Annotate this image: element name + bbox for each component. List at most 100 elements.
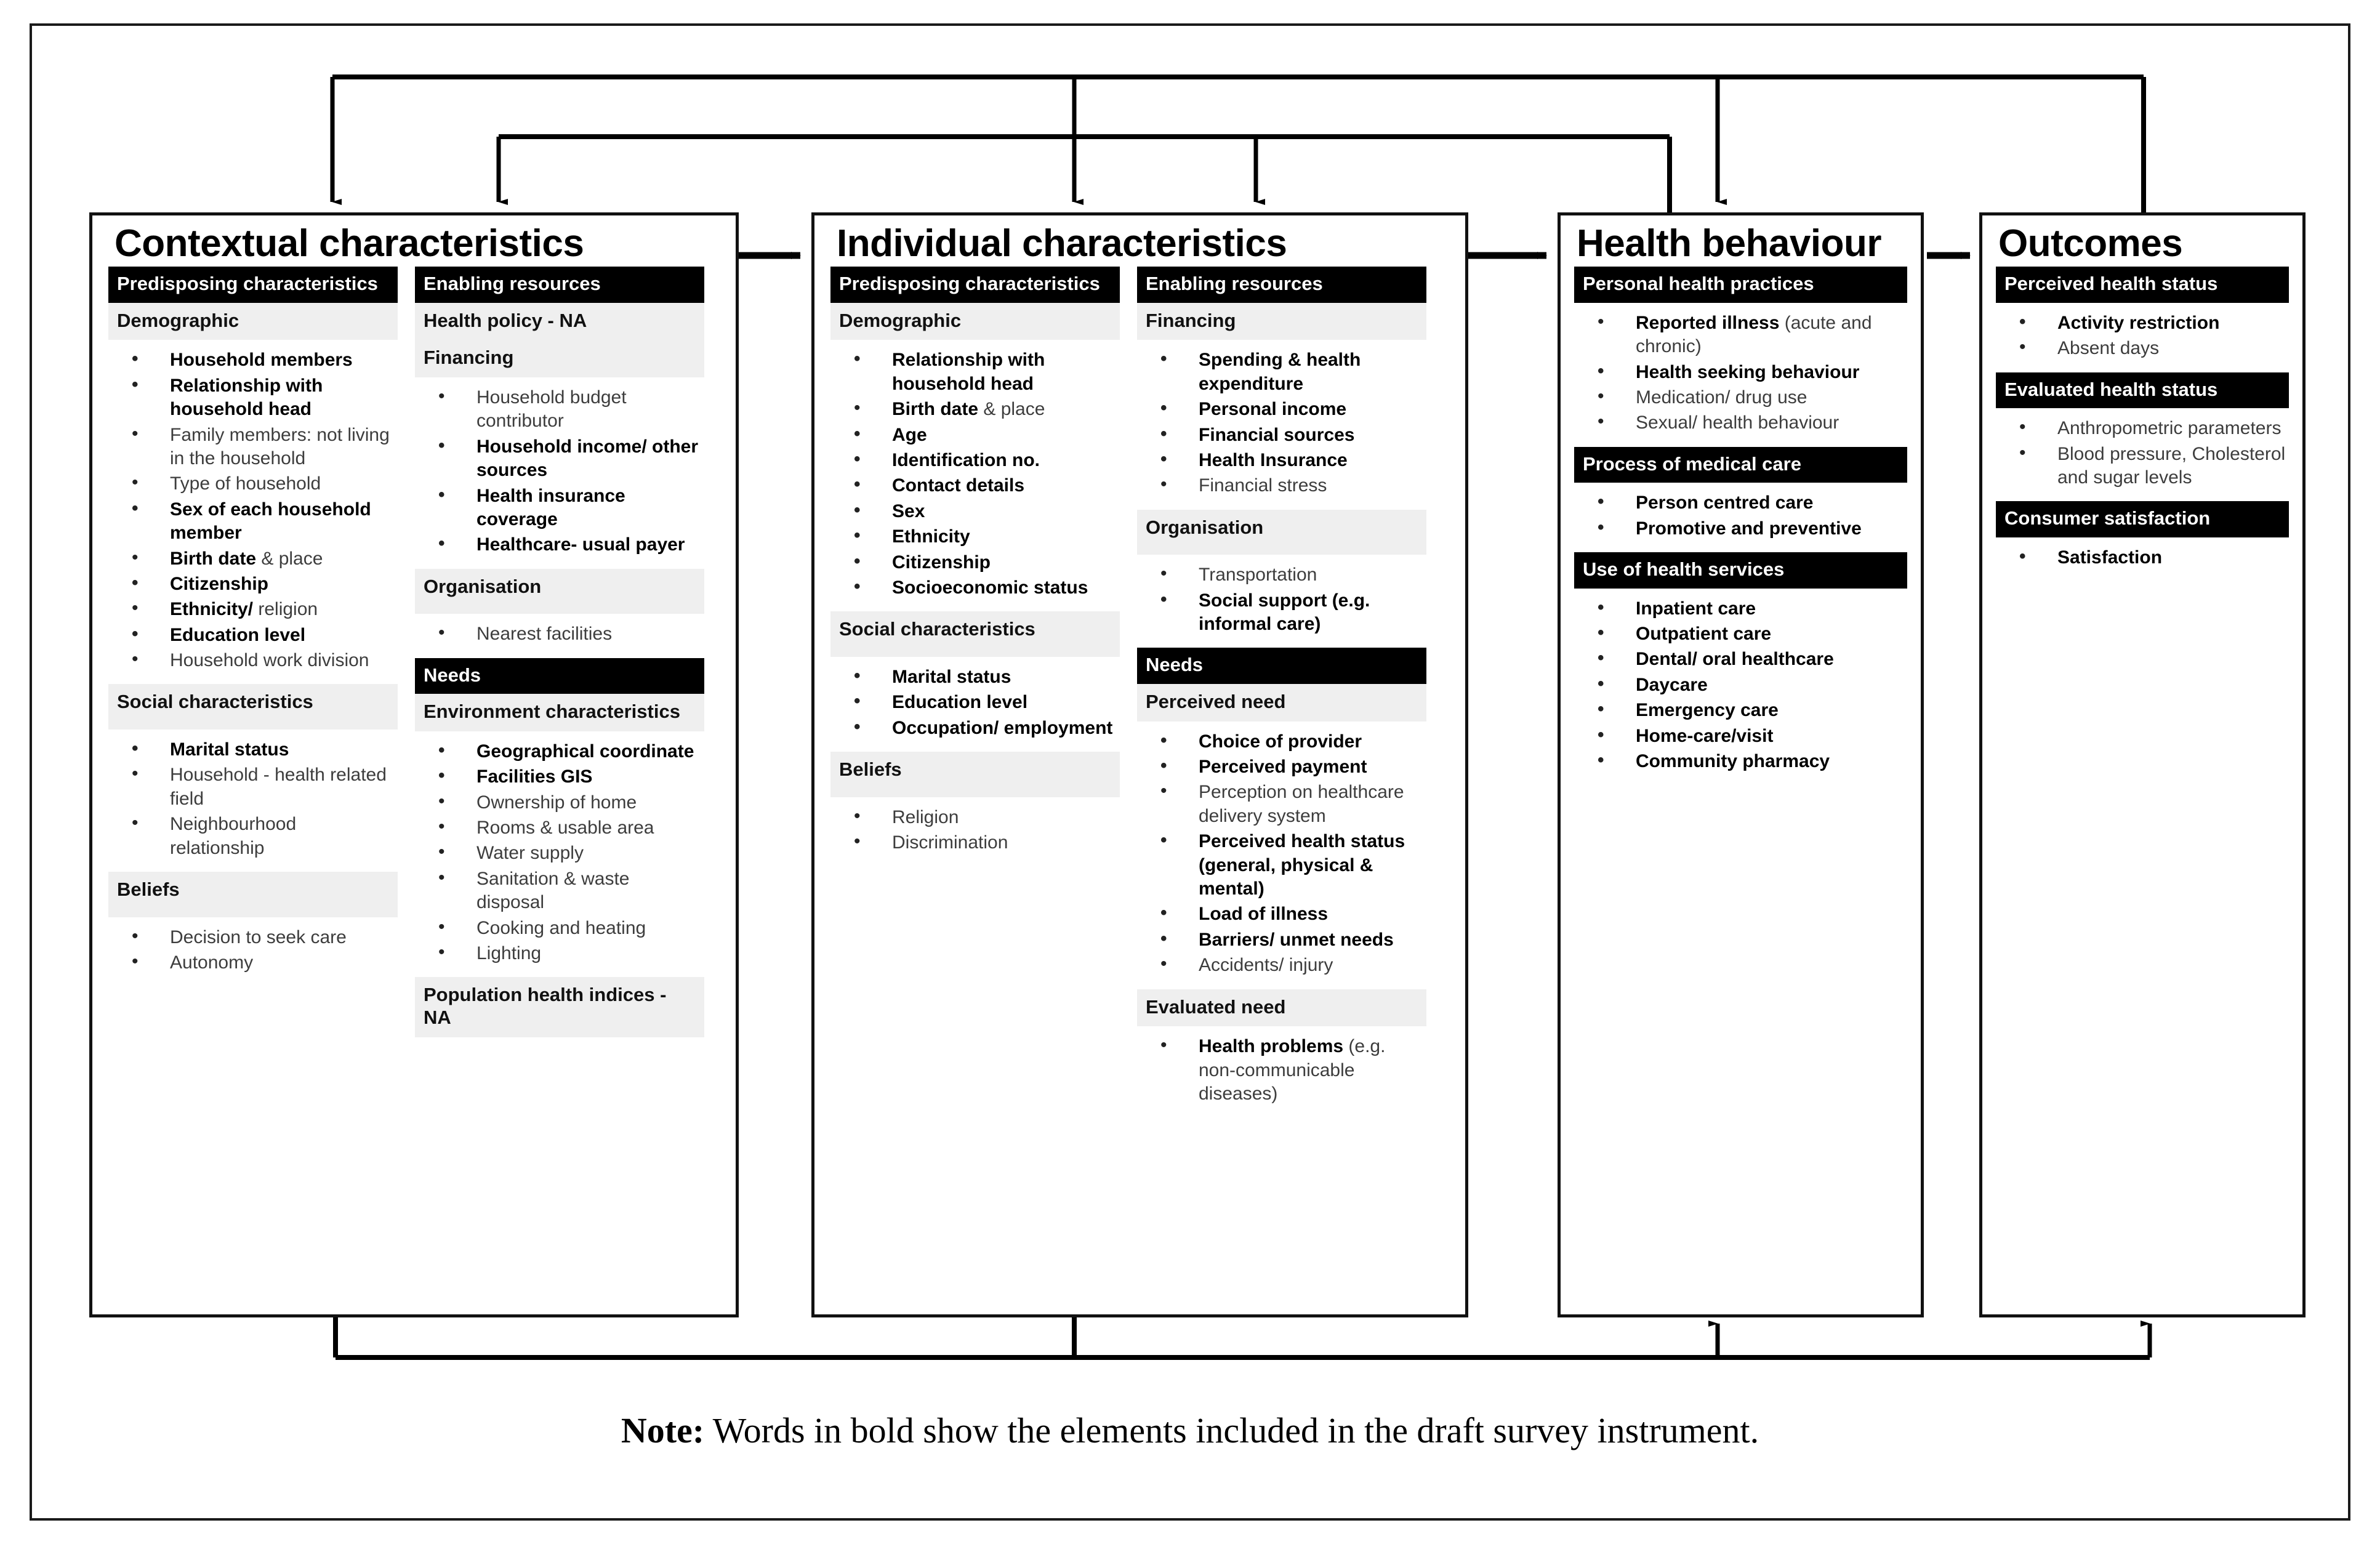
list-item: Choice of provider (1140, 729, 1424, 754)
box-columns: Predisposing characteristics Demographic… (814, 267, 1465, 1117)
normal-part: & place (978, 399, 1045, 420)
column-enabling-resources: Enabling resources Health policy - NA Fi… (415, 267, 704, 1037)
note-text: Words in bold show the elements included… (704, 1410, 1759, 1450)
column-predisposing: Predisposing characteristics Demographic… (830, 267, 1120, 866)
section-header-perceived-need: Perceived need (1137, 684, 1426, 722)
item-list-use-of-health-services: Inpatient care Outpatient care Dental/ o… (1574, 589, 1907, 786)
item-list-environment-characteristics: Geographical coordinate Facilities GIS O… (415, 731, 704, 978)
list-item: Ownership of home (417, 790, 702, 814)
section-header-enabling-resources: Enabling resources (415, 267, 704, 303)
column-outcomes: Perceived health status Activity restric… (1996, 267, 2289, 581)
list-item: Outpatient care (1577, 621, 1905, 646)
list-item: Cooking and heating (417, 915, 702, 940)
box-title: Individual characteristics (837, 222, 1287, 265)
list-item: Lighting (417, 941, 702, 965)
box-outcomes[interactable]: Outcomes Perceived health status Activit… (1979, 212, 2306, 1317)
list-item: Health Insurance (1140, 448, 1424, 472)
item-list-perceived-need: Choice of provider Perceived payment Per… (1137, 722, 1426, 989)
list-item: Relationship with household head (111, 373, 395, 422)
list-item: Anthropometric parameters (1998, 416, 2286, 440)
list-item: Ethnicity/ religion (111, 597, 395, 621)
list-item: Facilities GIS (417, 764, 702, 789)
item-list-social-characteristics: Marital status Household - health relate… (108, 730, 398, 872)
column-health-behaviour: Personal health practices Reported illne… (1574, 267, 1907, 785)
list-item: Discrimination (833, 830, 1117, 854)
list-item: Household income/ other sources (417, 434, 702, 483)
list-item: Promotive and preventive (1577, 516, 1905, 541)
list-item: Daycare (1577, 672, 1905, 697)
list-item: Community pharmacy (1577, 749, 1905, 773)
list-item: Occupation/ employment (833, 715, 1117, 740)
list-item: Sex of each household member (111, 497, 395, 545)
box-title: Outcomes (1998, 222, 2183, 265)
normal-part: (e.g. non-communicable diseases) (1199, 1036, 1386, 1104)
item-list-financing: Household budget contributor Household i… (415, 377, 704, 569)
item-list-beliefs: Religion Discrimination (830, 797, 1120, 867)
list-item: Education level (111, 622, 395, 647)
list-item: Absent days (1998, 336, 2286, 360)
list-item: Geographical coordinate (417, 739, 702, 763)
list-item: Family members: not living in the househ… (111, 422, 395, 471)
section-header-evaluated-health-status: Evaluated health status (1996, 372, 2289, 409)
section-header-predisposing: Predisposing characteristics (108, 267, 398, 303)
item-list-organisation: Transportation Social support (e.g. info… (1137, 555, 1426, 648)
bold-part: Reported illness (1636, 312, 1780, 333)
list-item: Inpatient care (1577, 596, 1905, 621)
section-header-social-characteristics: Social characteristics (830, 611, 1120, 657)
outer-frame (30, 23, 2350, 1521)
item-list-personal-health-practices: Reported illness (acute and chronic) Hea… (1574, 303, 1907, 447)
item-list-financing: Spending & health expenditure Personal i… (1137, 340, 1426, 509)
list-item: Load of illness (1140, 901, 1424, 926)
list-item: Social support (e.g. informal care) (1140, 588, 1424, 637)
list-item: Neighbourhood relationship (111, 811, 395, 860)
section-header-needs: Needs (415, 657, 704, 694)
diagram-note: Note: Words in bold show the elements in… (0, 1410, 2380, 1451)
normal-part: (acute and chronic) (1636, 312, 1872, 357)
box-columns: Personal health practices Reported illne… (1561, 267, 1921, 785)
box-contextual-characteristics[interactable]: Contextual characteristics Predisposing … (89, 212, 739, 1317)
list-item: Ethnicity (833, 524, 1117, 549)
normal-part: religion (253, 599, 318, 620)
column-predisposing: Predisposing characteristics Demographic… (108, 267, 398, 986)
section-header-demographic: Demographic (830, 302, 1120, 340)
list-item: Health seeking behaviour (1577, 360, 1905, 384)
list-item: Socioeconomic status (833, 575, 1117, 600)
list-item: Health problems (e.g. non-communicable d… (1140, 1034, 1424, 1106)
list-item: Sanitation & waste disposal (417, 866, 702, 915)
section-header-financing: Financing (415, 340, 704, 377)
list-item: Birth date & place (833, 396, 1117, 421)
section-header-environment-characteristics: Environment characteristics (415, 694, 704, 731)
section-header-perceived-health-status: Perceived health status (1996, 267, 2289, 303)
list-item: Autonomy (111, 950, 395, 975)
list-item: Religion (833, 805, 1117, 829)
list-item: Rooms & usable area (417, 815, 702, 840)
list-item: Citizenship (111, 571, 395, 596)
section-header-health-policy: Health policy - NA (415, 302, 704, 340)
list-item: Barriers/ unmet needs (1140, 927, 1424, 952)
list-item: Citizenship (833, 549, 1117, 574)
box-title: Contextual characteristics (115, 222, 584, 265)
item-list-process-of-medical-care: Person centred care Promotive and preven… (1574, 483, 1907, 552)
box-health-behaviour[interactable]: Health behaviour Personal health practic… (1558, 212, 1924, 1317)
item-list-organisation: Nearest facilities (415, 614, 704, 657)
list-item: Decision to seek care (111, 925, 395, 949)
list-item: Nearest facilities (417, 621, 702, 646)
section-header-demographic: Demographic (108, 302, 398, 340)
bold-part: Health problems (1199, 1036, 1344, 1057)
bold-part: Ethnicity/ (170, 599, 254, 620)
item-list-evaluated-need: Health problems (e.g. non-communicable d… (1137, 1026, 1426, 1117)
box-title: Health behaviour (1577, 222, 1882, 265)
list-item: Satisfaction (1998, 545, 2286, 569)
section-header-predisposing: Predisposing characteristics (830, 267, 1120, 303)
list-item: Relationship with household head (833, 347, 1117, 396)
item-list-demographic: Relationship with household head Birth d… (830, 340, 1120, 611)
list-item: Activity restriction (1998, 310, 2286, 335)
box-individual-characteristics[interactable]: Individual characteristics Predisposing … (811, 212, 1468, 1317)
list-item: Home-care/visit (1577, 723, 1905, 748)
list-item: Sex (833, 499, 1117, 523)
item-list-demographic: Household members Relationship with hous… (108, 340, 398, 684)
list-item: Health insurance coverage (417, 483, 702, 532)
list-item: Perceived payment (1140, 754, 1424, 779)
list-item: Transportation (1140, 562, 1424, 587)
